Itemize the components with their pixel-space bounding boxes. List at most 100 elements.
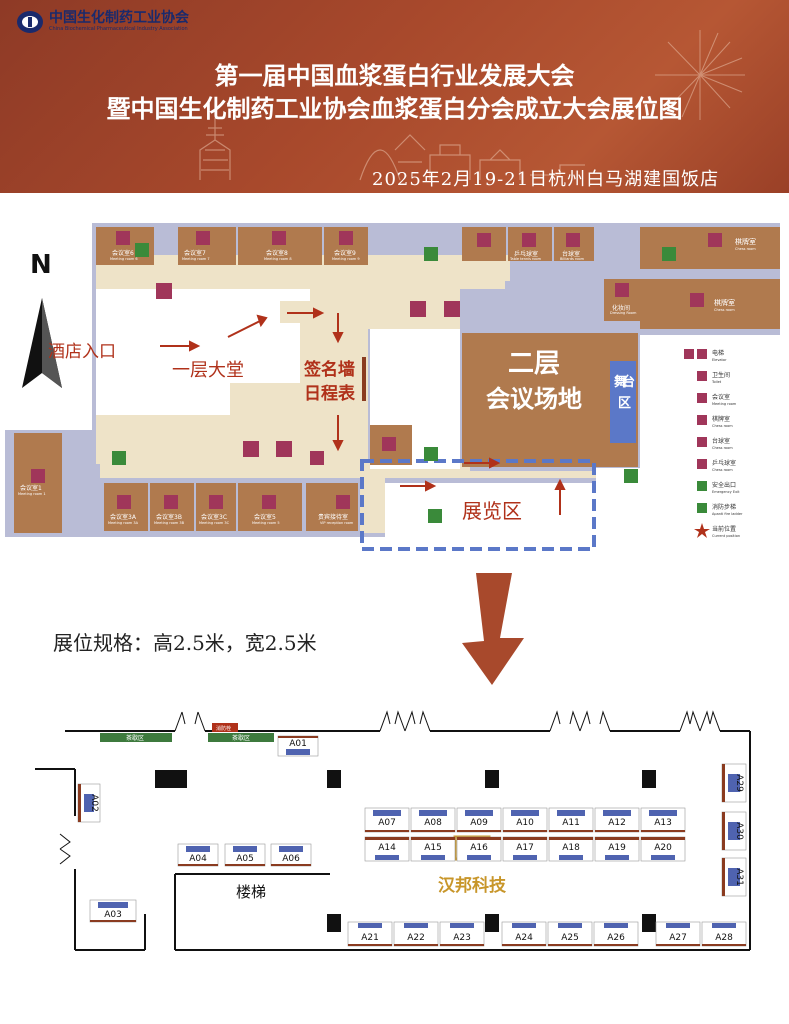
svg-text:Table tennis room: Table tennis room xyxy=(509,257,542,261)
second-floor-venue xyxy=(462,333,638,467)
booth-a13: A13 xyxy=(640,807,686,833)
svg-text:Chess room: Chess room xyxy=(735,247,756,251)
pillars xyxy=(155,770,656,932)
svg-text:Toilet: Toilet xyxy=(711,380,722,384)
booth-a28: A28 xyxy=(701,921,747,947)
schedule-label: 日程表 xyxy=(304,383,356,404)
booth-a23: A23 xyxy=(439,921,485,947)
svg-text:Meeting room 6: Meeting room 6 xyxy=(110,257,138,261)
title-line-1: 第一届中国血浆蛋白行业发展大会 xyxy=(214,61,575,90)
svg-text:棋牌室: 棋牌室 xyxy=(712,415,730,423)
svg-text:A25: A25 xyxy=(561,933,579,943)
svg-text:Meeting room 1: Meeting room 1 xyxy=(18,492,46,496)
tea-area-2 xyxy=(208,733,274,742)
svg-text:消防步梯: 消防步梯 xyxy=(712,503,736,511)
svg-text:A19: A19 xyxy=(608,843,626,853)
fire-hydrant xyxy=(212,723,238,732)
svg-text:乒乓球室: 乒乓球室 xyxy=(712,459,736,467)
org-name-en: China Biochemical Pharmaceutical Industr… xyxy=(49,26,188,32)
booth-a08: A08 xyxy=(410,807,456,833)
svg-text:Billiards room: Billiards room xyxy=(560,257,585,261)
svg-text:茶歇区: 茶歇区 xyxy=(126,734,144,742)
room-label-6: 会议室6 xyxy=(112,249,134,257)
room-label-billiards: 台球室 xyxy=(562,250,580,258)
booth-a31: A31 xyxy=(721,857,747,897)
booth-a09: A09 xyxy=(456,807,502,833)
svg-text:A09: A09 xyxy=(470,818,488,828)
tea-area-1 xyxy=(100,733,172,742)
exhibit-area-label: 展览区 xyxy=(462,499,522,523)
title-line-2: 暨中国生化制药工业协会血浆蛋白分会成立大会展位图 xyxy=(106,94,683,123)
svg-text:A18: A18 xyxy=(562,843,580,853)
big-down-arrow-icon xyxy=(462,573,524,685)
booth-a15: A15 xyxy=(410,836,456,862)
firework-decoration xyxy=(655,30,745,120)
svg-text:A16: A16 xyxy=(470,843,488,853)
room-label-vip: 贵宾接待室 xyxy=(318,513,348,521)
svg-text:Meeting room 7: Meeting room 7 xyxy=(182,257,210,261)
doors xyxy=(59,710,721,865)
skyline-decoration xyxy=(199,30,745,181)
sign-wall-label: 签名墙 xyxy=(303,359,355,380)
svg-text:会议室: 会议室 xyxy=(712,393,730,401)
booth-a21: A21 xyxy=(347,921,393,947)
venue-label-2: 会议场地 xyxy=(486,385,582,413)
svg-text:Dressing Room: Dressing Room xyxy=(610,311,637,315)
room-label-chess-1: 棋牌室 xyxy=(735,237,756,246)
booth-a26: A26 xyxy=(593,921,639,947)
svg-text:A28: A28 xyxy=(715,933,733,943)
svg-text:A31: A31 xyxy=(734,868,744,886)
svg-text:A14: A14 xyxy=(378,843,396,853)
venue-label-1: 二层 xyxy=(508,349,560,379)
north-label: N xyxy=(30,250,52,280)
svg-text:Meeting room 3B: Meeting room 3B xyxy=(154,521,185,525)
svg-text:A06: A06 xyxy=(282,854,300,864)
svg-text:Meeting room: Meeting room xyxy=(712,402,737,406)
svg-text:Elevator: Elevator xyxy=(712,358,727,362)
svg-text:A29: A29 xyxy=(734,774,744,792)
booth-a25: A25 xyxy=(547,921,593,947)
association-logo-icon xyxy=(17,11,43,33)
header-banner: 中国生化制药工业协会 China Biochemical Pharmaceuti… xyxy=(0,0,789,193)
svg-text:A03: A03 xyxy=(104,910,122,920)
booth-a06: A06 xyxy=(270,843,312,867)
booth-a04: A04 xyxy=(177,843,219,867)
booth-a01: A01 xyxy=(277,735,319,757)
svg-text:Meeting room 3C: Meeting room 3C xyxy=(199,521,230,525)
svg-text:电梯: 电梯 xyxy=(712,349,724,357)
booth-spec: 展位规格：高2.5米，宽2.5米 xyxy=(53,631,317,655)
svg-text:A11: A11 xyxy=(562,818,580,828)
booth-a12: A12 xyxy=(594,807,640,833)
booth-a14: A14 xyxy=(364,836,410,862)
svg-text:A30: A30 xyxy=(734,822,744,840)
booth-a16: A16 xyxy=(456,836,502,862)
org-name: 中国生化制药工业协会 xyxy=(49,10,189,26)
svg-text:Meeting room 8: Meeting room 8 xyxy=(264,257,292,261)
booth-a10: A10 xyxy=(502,807,548,833)
svg-text:当前位置: 当前位置 xyxy=(712,525,736,533)
svg-text:Meeting room 3A: Meeting room 3A xyxy=(108,521,139,525)
booth-a22: A22 xyxy=(393,921,439,947)
svg-text:Chess room: Chess room xyxy=(712,424,733,428)
svg-text:Meeting room 9: Meeting room 9 xyxy=(332,257,360,261)
svg-text:Meeting room 5: Meeting room 5 xyxy=(252,521,280,525)
svg-text:A04: A04 xyxy=(189,854,207,864)
booth-a18: A18 xyxy=(548,836,594,862)
date-location: 2025年2月19-21日杭州白马湖建国饭店 xyxy=(372,169,720,190)
svg-text:A17: A17 xyxy=(516,843,534,853)
booth-a19: A19 xyxy=(594,836,640,862)
svg-text:台球室: 台球室 xyxy=(712,437,730,445)
booth-a27: A27 xyxy=(655,921,701,947)
svg-text:A05: A05 xyxy=(236,854,254,864)
svg-text:VIP reception room: VIP reception room xyxy=(320,521,354,525)
highlight-company-label: 汉邦科技 xyxy=(438,875,507,896)
stage-area xyxy=(610,361,636,443)
room-label-3c: 会议室3C xyxy=(201,513,227,521)
room-label-3b: 会议室3B xyxy=(156,513,182,521)
floor-plan-map: N xyxy=(5,223,780,686)
svg-text:A10: A10 xyxy=(516,818,534,828)
svg-text:A15: A15 xyxy=(424,843,442,853)
svg-text:安全出口: 安全出口 xyxy=(712,481,736,489)
